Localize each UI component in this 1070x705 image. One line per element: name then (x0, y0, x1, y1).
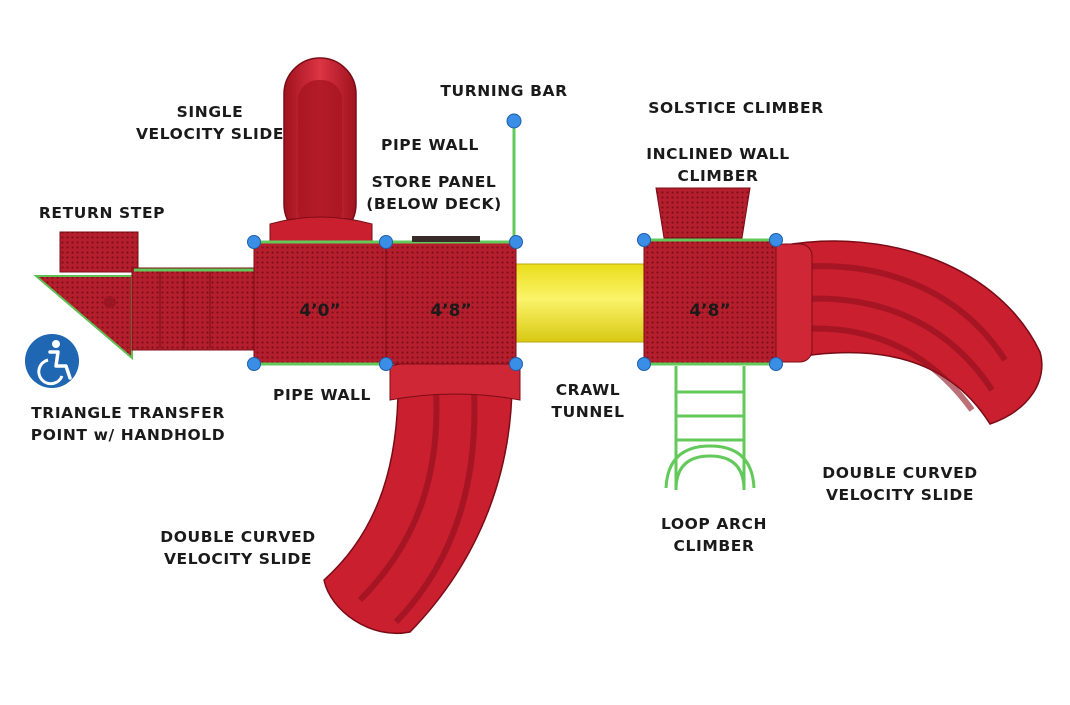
deck-1-size: 4’0” (299, 301, 340, 321)
loop-arch-climber (664, 366, 756, 491)
deck-3: 4’8” (643, 238, 777, 366)
label-pipe-wall-top: PIPE WALL (380, 136, 480, 154)
turning-bar (506, 113, 522, 242)
label-return-step: RETURN STEP (38, 204, 166, 222)
post-caps (247, 233, 783, 371)
label-store-panel: STORE PANEL(BELOW DECK) (366, 173, 502, 213)
wheelchair-icon (25, 334, 79, 388)
crawl-tunnel (513, 263, 647, 343)
transfer-steps (104, 267, 257, 351)
label-solstice-climber: SOLSTICE CLIMBER (648, 99, 824, 117)
inclined-wall-climber (655, 187, 751, 239)
store-panel (412, 236, 480, 242)
label-turning-bar: TURNING BAR (440, 82, 568, 100)
label-pipe-wall-bottom: PIPE WALL (272, 386, 372, 404)
single-velocity-slide (269, 57, 373, 247)
deck-2: 4’8” (385, 240, 517, 365)
deck-2-size: 4’8” (430, 301, 471, 321)
deck-1: 4’0” (253, 240, 387, 366)
double-curved-slide-left (323, 358, 521, 634)
return-step (33, 231, 139, 361)
double-curved-slide-right (771, 240, 1043, 425)
deck-3-size: 4’8” (689, 301, 730, 321)
